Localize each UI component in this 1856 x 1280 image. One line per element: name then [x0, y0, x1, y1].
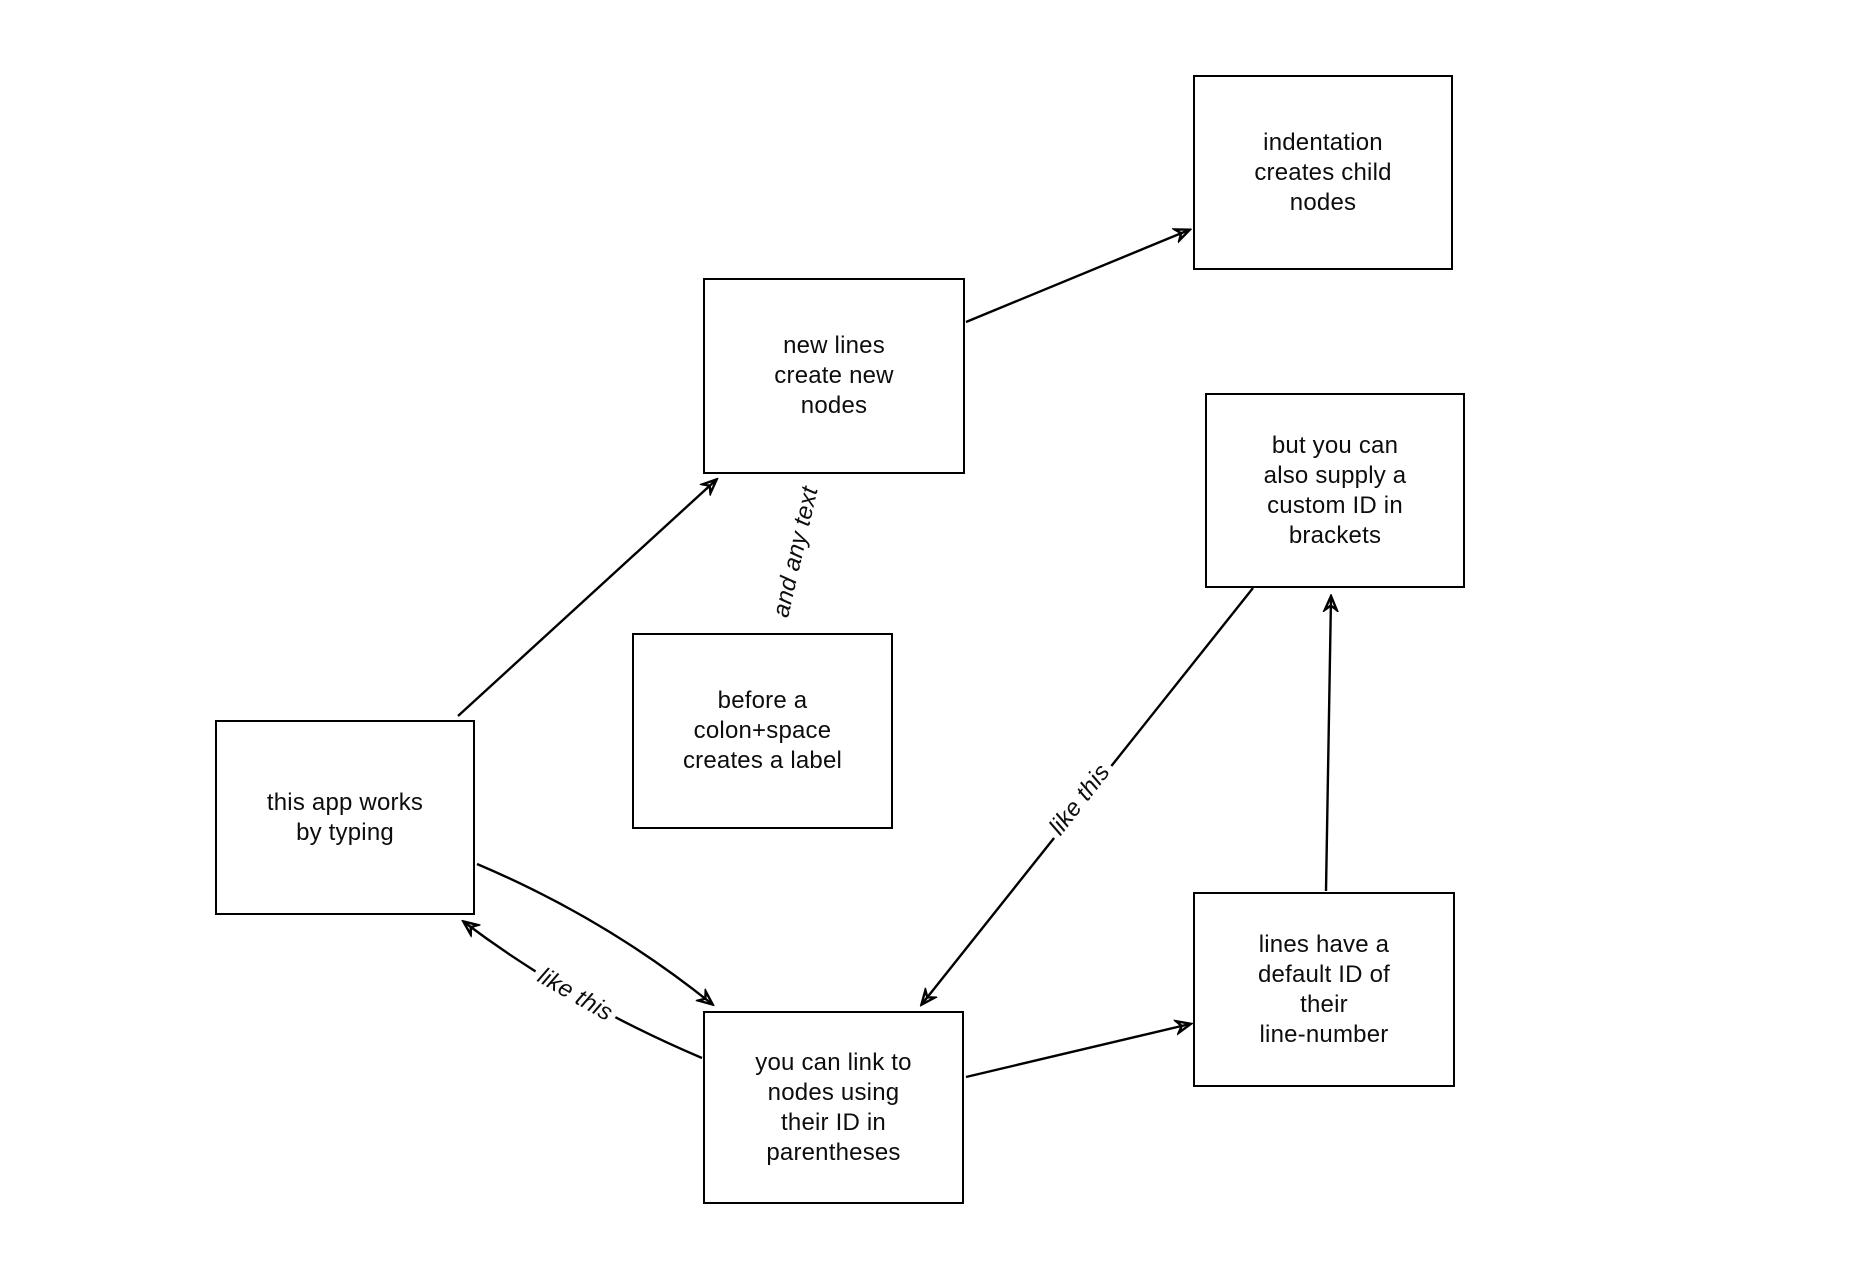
- edge-line-number-to-custom-id: [1326, 597, 1331, 892]
- edge-app-to-link-parens: [476, 862, 712, 1004]
- edge-new-lines-to-indentation: [965, 230, 1189, 324]
- node-new-lines-label: new lines create new nodes: [774, 332, 894, 419]
- node-new-lines[interactable]: new lines create new nodes: [703, 278, 965, 474]
- node-line-number-label: lines have a default ID of their line-nu…: [1257, 930, 1390, 1048]
- node-custom-id[interactable]: but you can also supply a custom ID in b…: [1205, 393, 1465, 588]
- node-indentation-label: indentation creates child nodes: [1254, 128, 1392, 216]
- node-before-colon[interactable]: before a colon+space creates a label: [632, 633, 893, 829]
- edge-link-parens-to-line-number: [965, 1024, 1190, 1079]
- edge-app-to-new-lines: [457, 480, 716, 717]
- node-before-colon-label: before a colon+space creates a label: [682, 687, 843, 774]
- node-this-app-works[interactable]: this app works by typing: [215, 720, 475, 915]
- node-link-parens[interactable]: you can link to nodes using their ID in …: [703, 1011, 964, 1204]
- node-this-app-works-label: this app works by typing: [266, 788, 424, 846]
- node-link-parens-label: you can link to nodes using their ID in …: [755, 1048, 912, 1166]
- node-line-number[interactable]: lines have a default ID of their line-nu…: [1193, 892, 1455, 1087]
- node-indentation[interactable]: indentation creates child nodes: [1193, 75, 1453, 270]
- node-custom-id-label: but you can also supply a custom ID in b…: [1263, 431, 1407, 549]
